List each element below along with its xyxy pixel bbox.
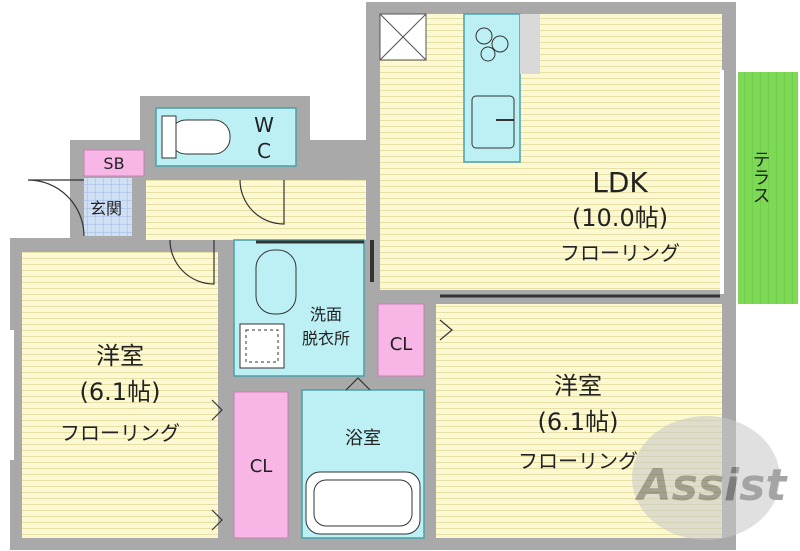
wc-label-w: W [254,113,274,137]
hallway [146,180,366,240]
ldk-name: LDK [592,166,648,199]
assist-logo-text: Assist [635,460,789,511]
western-left-size: (6.1帖) [80,378,161,406]
bath-label: 浴室 [345,428,381,449]
terrace-label: テラス [750,150,771,204]
sb-label: SB [103,154,124,173]
bathroom [301,389,425,539]
ldk-floor: フローリング [560,241,680,265]
doors [10,70,724,531]
wc-label-c: C [257,139,271,163]
entrance [84,178,132,236]
washroom [233,239,365,377]
ldk-room [380,14,722,290]
terrace [738,72,798,304]
western-right-floor: フローリング [518,449,638,473]
entrance-label: 玄関 [90,199,122,218]
assist-logo: Assist [632,416,788,540]
western-right-size: (6.1帖) [538,408,619,436]
western-left-name: 洋室 [96,342,144,370]
washroom-label-2: 脱衣所 [302,329,350,348]
wc-room [155,107,297,167]
shoe-box [83,149,145,177]
western-room-left [22,252,218,538]
closet-center-label: CL [390,334,413,355]
kitchen-counter [463,13,540,163]
western-left-floor: フローリング [60,421,180,445]
closet-left [233,391,289,539]
washroom-label-1: 洗面 [310,305,342,324]
ldk-size: (10.0帖) [572,204,668,232]
closet-center [377,303,425,377]
refrigerator-space [379,13,427,61]
western-right-name: 洋室 [554,372,602,400]
closet-left-label: CL [250,456,273,477]
